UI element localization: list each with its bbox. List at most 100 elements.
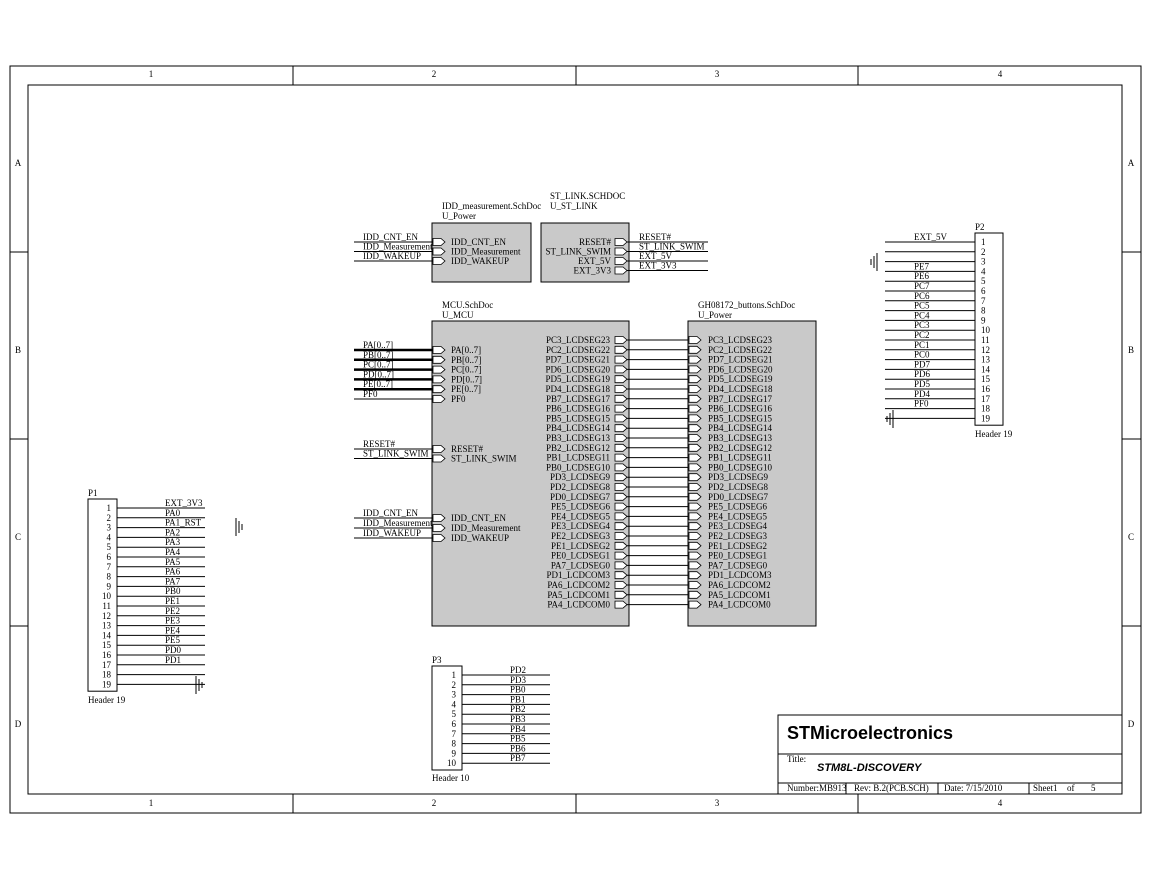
sheet-port[interactable] [614, 257, 628, 265]
net-label: EXT_3V3 [165, 498, 203, 508]
sheet-port[interactable] [614, 238, 628, 246]
sheet-port[interactable] [614, 355, 628, 364]
sheet-port[interactable] [688, 345, 702, 354]
sheet-port[interactable] [614, 571, 628, 580]
pin-number: 8 [107, 572, 112, 582]
net-label: PD6 [914, 369, 931, 379]
sheet-port[interactable] [432, 524, 446, 532]
sheet-port[interactable] [688, 365, 702, 374]
sheet-port[interactable] [688, 394, 702, 403]
sheet-port[interactable] [614, 502, 628, 511]
sheet-port-label: PB4_LCDSEG14 [708, 423, 773, 433]
sheet-port-label: PF0 [451, 394, 466, 404]
sheet-port[interactable] [688, 424, 702, 433]
sheet-port[interactable] [614, 404, 628, 413]
sheet-port[interactable] [688, 532, 702, 540]
sheet-port[interactable] [614, 434, 628, 442]
sheet-idd-measurement[interactable]: IDD_measurement.SchDoc U_Power IDD_CNT_E… [354, 201, 541, 283]
sheet-lcd-buttons[interactable]: GH08172_buttons.SchDoc U_Power PC3_LCDSE… [687, 300, 817, 627]
sheet-port[interactable] [614, 551, 628, 560]
sheet-port[interactable] [688, 561, 702, 570]
sheet-port[interactable] [688, 541, 702, 550]
sheet-st-link[interactable]: ST_LINK.SCHDOC U_ST_LINK RESET#RESET#ST_… [540, 191, 708, 283]
sheet-port[interactable] [614, 394, 628, 403]
sheet-port[interactable] [614, 532, 628, 540]
net-label: PB2 [510, 704, 526, 714]
sheet-port[interactable] [614, 581, 628, 589]
sheet-port[interactable] [614, 414, 628, 423]
sheet-port[interactable] [614, 247, 628, 256]
sheet-port[interactable] [688, 512, 702, 521]
sheet-port[interactable] [688, 385, 702, 393]
sheet-port[interactable] [432, 385, 446, 394]
frame-row-label: C [15, 532, 21, 542]
sheet-port-label: PC2_LCDSEG22 [546, 345, 610, 355]
sheet-port[interactable] [432, 355, 446, 364]
sheet-port[interactable] [688, 336, 702, 344]
sheet-port[interactable] [688, 571, 702, 580]
sheet-port[interactable] [614, 365, 628, 374]
net-label: PD7 [914, 359, 931, 369]
sheet-port[interactable] [614, 375, 628, 384]
sheet-port[interactable] [688, 414, 702, 423]
sheet-port[interactable] [688, 600, 702, 609]
sheet-port-label: PC3_LCDSEG23 [708, 335, 773, 345]
net-label: IDD_Measurement [363, 518, 433, 528]
sheet-mcu[interactable]: MCU.SchDoc U_MCU PA[0..7]PA[0..7]PB[0..7… [354, 300, 689, 627]
sheet-port[interactable] [688, 581, 702, 589]
sheet-port[interactable] [614, 443, 628, 452]
sheet-port[interactable] [688, 434, 702, 442]
sheet-port[interactable] [614, 336, 628, 344]
sheet-port[interactable] [614, 600, 628, 609]
sheet-port[interactable] [614, 492, 628, 501]
sheet-port[interactable] [614, 590, 628, 599]
sheet-port[interactable] [614, 473, 628, 482]
sheet-port[interactable] [432, 445, 446, 453]
sheet-port[interactable] [688, 590, 702, 599]
sheet-port[interactable] [432, 375, 446, 384]
sheet-port[interactable] [432, 395, 446, 403]
sheet-port[interactable] [688, 443, 702, 452]
sheet-port[interactable] [614, 345, 628, 354]
sheet-port-label: PB3_LCDSEG13 [546, 433, 611, 443]
sheet-port-label: PC2_LCDSEG22 [708, 345, 772, 355]
sheet-port[interactable] [614, 541, 628, 550]
net-label: PB5 [510, 734, 526, 744]
sheet-port[interactable] [614, 385, 628, 393]
company-name: STMicroelectronics [787, 723, 953, 743]
sheet-port-label: PD7_LCDSEG21 [708, 355, 773, 365]
sheet-port[interactable] [614, 512, 628, 521]
sheet-port[interactable] [688, 404, 702, 413]
sheet-port[interactable] [614, 453, 628, 462]
sheet-port[interactable] [432, 514, 446, 522]
sheet-port[interactable] [432, 454, 446, 463]
sheet-port[interactable] [614, 483, 628, 491]
sheet-port[interactable] [688, 502, 702, 511]
sheet-port[interactable] [614, 424, 628, 433]
sheet-port[interactable] [688, 522, 702, 531]
sheet-port[interactable] [614, 266, 628, 275]
header-designator: P1 [88, 488, 98, 498]
sheet-port[interactable] [688, 492, 702, 501]
sheet-port[interactable] [432, 534, 446, 542]
sheet-port[interactable] [688, 483, 702, 491]
sheet-port[interactable] [432, 257, 446, 265]
sheet-port[interactable] [688, 375, 702, 384]
sheet-port[interactable] [432, 346, 446, 354]
sheet-port[interactable] [688, 463, 702, 472]
sheet-port[interactable] [432, 238, 446, 246]
sheet-port[interactable] [688, 551, 702, 560]
sheet-port[interactable] [614, 561, 628, 570]
pin-number: 5 [981, 276, 986, 286]
sheet-port[interactable] [614, 522, 628, 531]
sheet-port[interactable] [688, 355, 702, 364]
sheet-port[interactable] [432, 247, 446, 256]
sheet-port[interactable] [614, 463, 628, 472]
sheet-port[interactable] [688, 473, 702, 482]
header-designator: P3 [432, 655, 442, 665]
sheet-port[interactable] [688, 453, 702, 462]
sheet-port[interactable] [432, 365, 446, 374]
